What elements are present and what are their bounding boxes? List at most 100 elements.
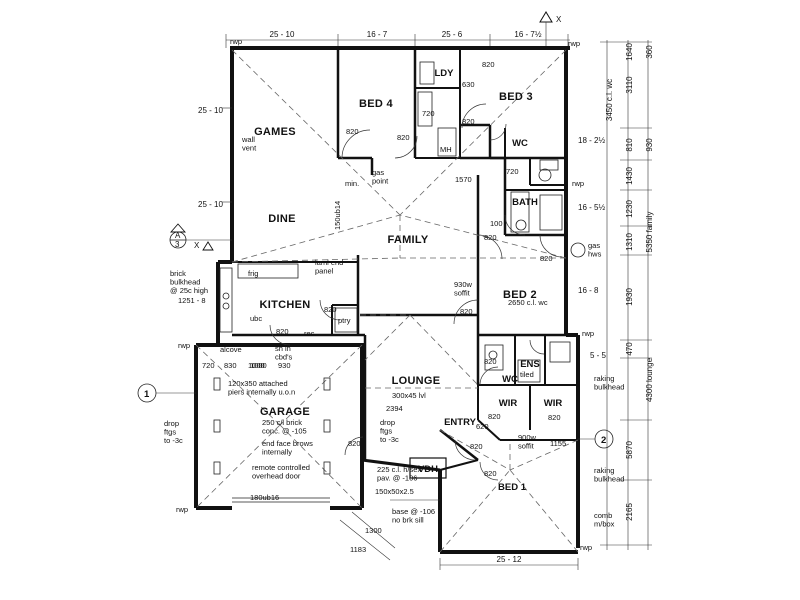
note-rwp-3: rwp <box>572 179 584 188</box>
room-family: FAMILY <box>387 234 428 246</box>
door-w-4: 820 <box>462 117 475 126</box>
room-kitchen: KITCHEN <box>260 299 311 311</box>
note-dim-1155: 1155 <box>550 439 566 448</box>
door-w-13: 720 <box>422 109 435 118</box>
note-rwp-4: rwp <box>582 329 594 338</box>
right-dimension-chain: 3450 c.l. wc 3110 1640 360 810 930 1430 … <box>600 40 654 550</box>
rdim-1230: 1230 <box>625 200 634 218</box>
room-wc-upper: WC <box>512 138 528 149</box>
rdim-470: 470 <box>625 342 634 356</box>
note-beam-150: 150ub14 <box>333 201 342 230</box>
right-dim-2: 16 - 5½ <box>578 203 605 212</box>
section-x-top: X <box>556 15 562 24</box>
room-garage: GARAGE <box>260 406 310 418</box>
section-x-left: X <box>194 241 200 250</box>
room-bath: BATH <box>512 197 538 208</box>
door-w-9: 820 <box>324 305 337 314</box>
room-bed1: BED 1 <box>498 482 527 493</box>
note-tiled: tiled <box>520 370 534 379</box>
rdim-1310: 1310 <box>625 233 634 251</box>
outer-walls <box>194 46 580 554</box>
note-dim-1000: 1000 <box>250 361 267 370</box>
top-dim-3: 25 - 6 <box>442 30 463 39</box>
door-w-16: 820 <box>470 442 483 451</box>
rdim-4300: 4300 lounge <box>645 357 654 402</box>
room-entry: ENTRY <box>444 417 477 428</box>
bottom-dimension: 25 - 12 <box>439 555 579 570</box>
right-edge-dims: 18 - 2½ 16 - 5½ 16 - 8 5 - 5 <box>578 136 607 360</box>
door-w-22: 1000 <box>248 361 265 370</box>
room-vdh: VDH <box>418 464 438 475</box>
door-w-3: 820 <box>482 60 495 69</box>
note-dim-1570: 1570 <box>455 175 472 184</box>
rdim-1930: 1930 <box>625 288 634 306</box>
room-labels: GAMES BED 4 LDY BED 3 DINE FAMILY KITCHE… <box>254 68 562 493</box>
note-mh: MH <box>440 145 452 154</box>
door-w-15: 820 <box>348 439 361 448</box>
note-rwp-7: rwp <box>580 543 592 552</box>
doors <box>269 103 563 481</box>
rdim-5870: 5870 <box>625 441 634 459</box>
note-level: 1251 - 8 <box>178 296 206 305</box>
door-w-6: 820 <box>540 254 553 263</box>
rdim-1640: 1640 <box>625 43 634 61</box>
rdim-3450: 3450 c.l. wc <box>605 79 614 121</box>
circle-marker-1: 1 <box>144 389 150 400</box>
rdim-3110: 3110 <box>625 76 634 94</box>
fixtures <box>213 61 586 561</box>
door-w-7: 820 <box>460 307 473 316</box>
note-rwp-6: rwp <box>176 505 188 514</box>
rdim-2165: 2165 <box>625 503 634 521</box>
internal-walls <box>232 48 578 479</box>
note-lintel: 300x45 lvl <box>392 391 426 400</box>
room-dine: DINE <box>268 213 295 225</box>
room-lounge: LOUNGE <box>392 375 441 387</box>
roof-lines <box>195 49 579 553</box>
circle-marker-2: 2 <box>601 435 606 446</box>
note-alcove: alcove <box>220 345 242 354</box>
door-w-18: 620 <box>476 422 489 431</box>
bottom-dim: 25 - 12 <box>497 555 522 564</box>
top-dimensions: 25 - 10 16 - 7 25 - 6 16 - 7½ <box>225 30 570 48</box>
right-dim-4: 5 - 5 <box>590 351 607 360</box>
top-dim-1: 25 - 10 <box>270 30 295 39</box>
left-markers: 25 - 10 25 - 10 A 3 X 1 2 <box>137 106 614 449</box>
note-dim-1183: 1183 <box>350 545 366 554</box>
note-dim-1300: 1300 <box>365 526 382 535</box>
room-bed4: BED 4 <box>359 98 393 110</box>
room-bed3: BED 3 <box>499 91 533 103</box>
room-ens: ENS <box>520 359 540 370</box>
door-w-8: 820 <box>276 327 289 336</box>
door-w-23: 930 <box>278 361 291 370</box>
rdim-360: 360 <box>645 45 654 59</box>
section-a3-label: A <box>175 231 181 240</box>
note-rwp-2: rwp <box>568 39 580 48</box>
note-dim-2394: 2394 <box>386 404 403 413</box>
note-min: min. <box>345 179 359 188</box>
note-ceiling-bed2: 2650 c.l. wc <box>508 298 548 307</box>
top-dim-2: 16 - 7 <box>367 30 388 39</box>
note-vdh-size: 150x50x2.5 <box>375 487 414 496</box>
rdim-1430: 1430 <box>625 167 634 185</box>
left-dim-1: 25 - 10 <box>198 106 223 115</box>
room-wir-2: WIR <box>544 398 563 409</box>
door-w-11: 630 <box>462 80 475 89</box>
room-bed2: BED 2 <box>503 289 537 301</box>
top-dim-4: 16 - 7½ <box>514 30 541 39</box>
door-w-10: 820 <box>484 357 497 366</box>
